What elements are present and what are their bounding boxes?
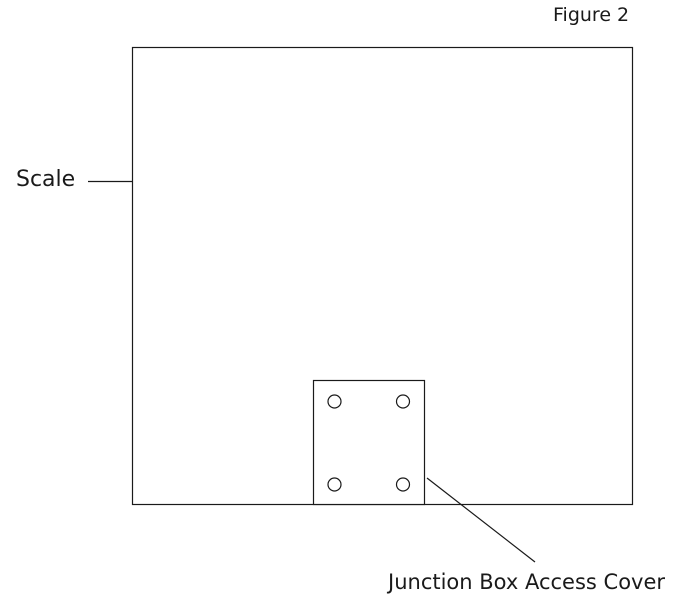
junction-box-cover-label: Junction Box Access Cover (388, 570, 666, 594)
screw-hole-bottom-left (327, 477, 342, 492)
scale-label: Scale (16, 167, 76, 192)
screw-hole-top-left (327, 394, 342, 409)
screw-hole-top-right (395, 394, 411, 409)
junction-box-cover (312, 379, 426, 506)
figure-title: Figure 2 (553, 4, 630, 26)
cover-leader-line (426, 477, 536, 563)
screw-hole-bottom-right (395, 477, 411, 492)
